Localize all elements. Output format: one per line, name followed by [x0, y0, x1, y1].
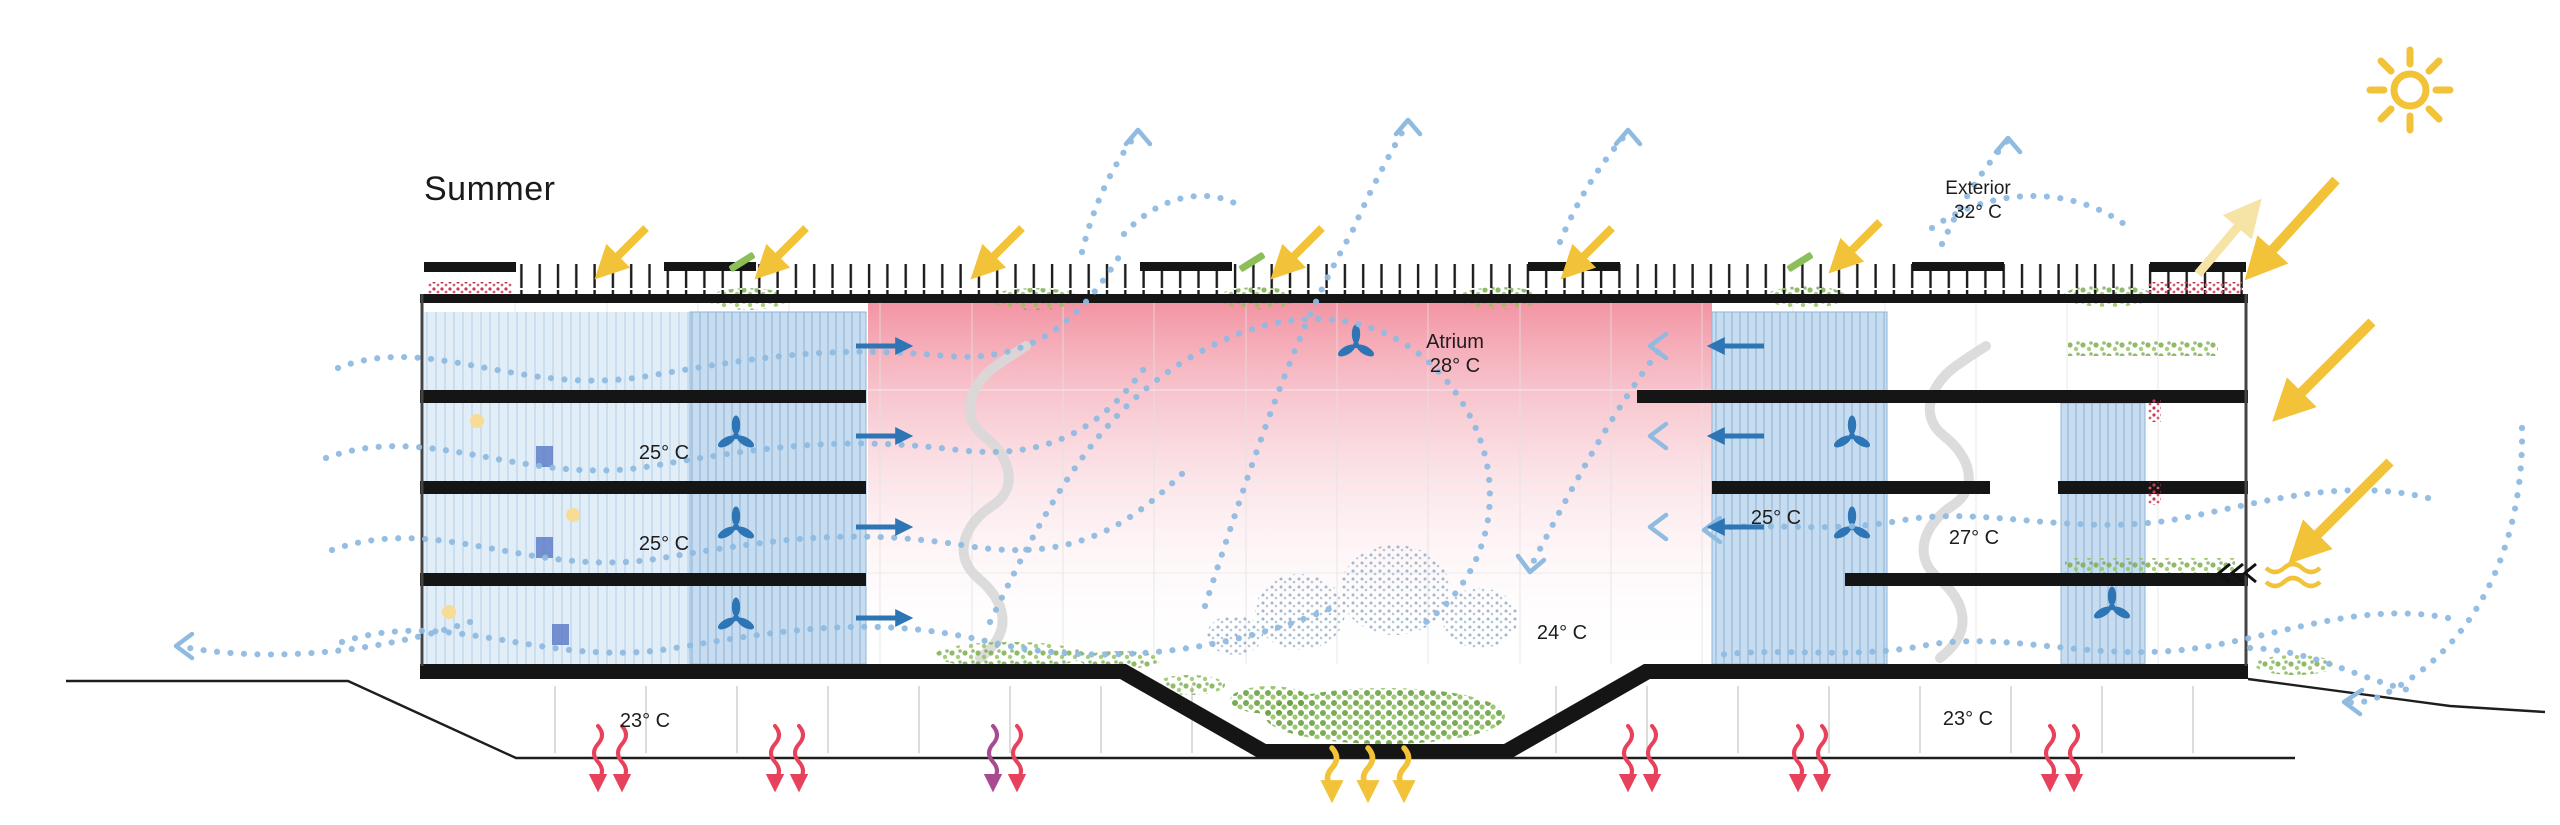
heat-arrow	[1011, 724, 1023, 787]
light-fixture	[470, 414, 484, 428]
left-slab-1	[420, 390, 866, 403]
temp-ground-right: 23° C	[1943, 708, 1993, 730]
left-outer-floor-1	[424, 312, 690, 390]
foundation-piles	[554, 686, 2194, 753]
temp-right-block: 25° C	[1751, 507, 1801, 529]
heat-arrow	[592, 724, 604, 787]
slab-heat-squiggle	[2264, 561, 2322, 575]
dotted-trees	[1207, 545, 1518, 655]
far-right-plenum-block	[2060, 402, 2146, 665]
left-slab-3	[420, 573, 866, 586]
light-fixture	[442, 605, 456, 619]
vegetation	[708, 285, 2335, 744]
heat-arrow	[769, 724, 781, 787]
accents	[428, 252, 2242, 645]
roof-slab	[420, 294, 2248, 303]
light-fixture	[566, 508, 580, 522]
supply-air-arrows	[856, 337, 1764, 627]
left-stair	[958, 341, 1031, 663]
green-louver	[1787, 252, 1813, 272]
ground-slab	[420, 664, 2248, 758]
left-slab-2	[420, 481, 866, 494]
solar-arrow-large	[2244, 176, 2340, 281]
green-louver	[729, 252, 755, 272]
right-slab-2a	[1712, 481, 1990, 494]
exterior-temp: 32° C	[1954, 202, 2002, 223]
diagram-title: Summer	[424, 170, 555, 208]
thermal-strip-right-top	[2148, 282, 2242, 294]
solar-arrow	[754, 225, 809, 280]
solar-arrow	[1270, 225, 1325, 280]
heat-arrow	[616, 724, 628, 787]
atrium-label: Atrium	[1426, 331, 1484, 353]
thermal-strip-left	[428, 282, 512, 294]
occupant-marker	[552, 624, 569, 645]
temp-atrium-lower: 24° C	[1537, 622, 1587, 644]
heat-arrow	[2068, 724, 2080, 787]
solar-arrow	[1560, 225, 1615, 280]
heat-arrow	[793, 724, 805, 787]
heat-arrow-purple	[987, 724, 999, 787]
sunken-garden	[1265, 688, 1505, 744]
ground-heat-exchange	[592, 561, 2322, 794]
heat-arrow	[1646, 724, 1658, 787]
reflected-solar-arrow	[2194, 198, 2262, 277]
heat-arrow	[1622, 724, 1634, 787]
temp-ground-left: 23° C	[620, 710, 670, 732]
airflow-chevrons	[173, 117, 2365, 717]
sun-icon	[2366, 46, 2454, 134]
right-slab-1	[1637, 390, 2248, 403]
heat-arrow	[2044, 724, 2056, 787]
solar-arrow	[1828, 219, 1883, 274]
occupant-marker	[536, 537, 553, 558]
labels: Summer Exterior 32° C Atrium 28° C 25° C…	[424, 170, 2011, 732]
atrium-temp: 28° C	[1430, 355, 1480, 377]
slab-heat-chevrons	[2216, 562, 2257, 584]
heat-arrow	[1816, 724, 1828, 787]
exterior-label: Exterior	[1945, 178, 2011, 199]
temp-left-floor2: 25° C	[639, 442, 689, 464]
solar-radiation	[594, 46, 2454, 564]
solar-arrow-large	[2272, 318, 2376, 422]
right-slab-3	[1845, 573, 2248, 586]
solar-arrow	[594, 225, 649, 280]
structure	[420, 262, 2248, 758]
heat-arrow	[1792, 724, 1804, 787]
airflow-lines	[173, 117, 2526, 717]
solar-arrow	[970, 225, 1025, 280]
temp-left-floor3: 25° C	[639, 533, 689, 555]
slab-heat-squiggle	[2264, 575, 2322, 589]
occupant-marker	[536, 446, 553, 467]
solar-arrow-large	[2288, 458, 2394, 564]
temp-right-outer: 27° C	[1949, 527, 1999, 549]
green-louver	[1239, 252, 1265, 272]
